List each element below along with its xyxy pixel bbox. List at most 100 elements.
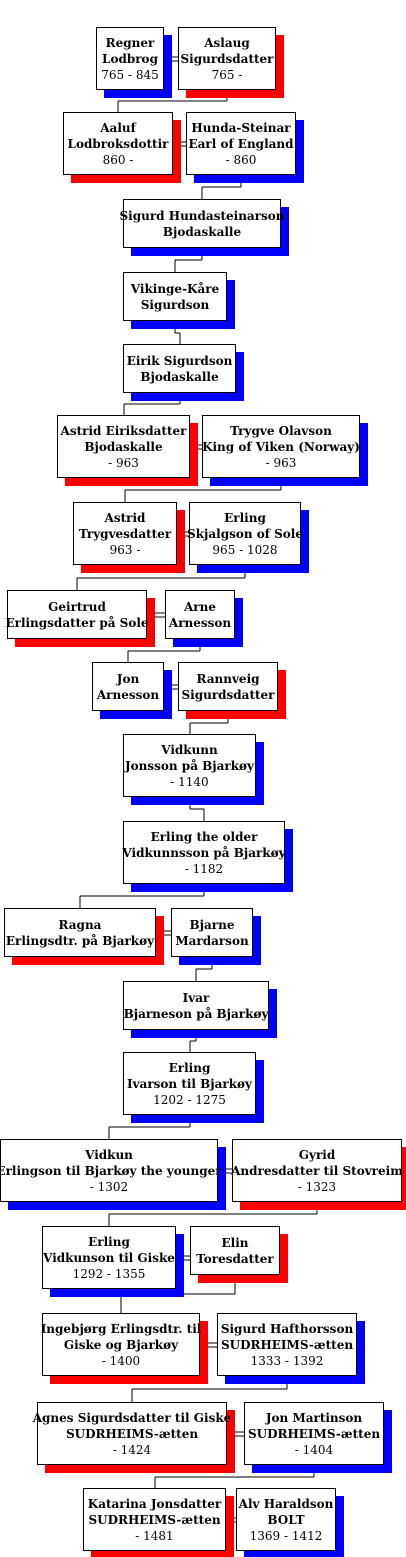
person-dates: 963 - bbox=[109, 542, 141, 557]
person-name-line: Gyrid bbox=[298, 1147, 336, 1162]
person-dates: 1292 - 1355 bbox=[72, 1266, 146, 1281]
person-dates: - 1404 bbox=[294, 1442, 334, 1457]
person-name-line: Erlingsdatter på Sole bbox=[5, 615, 149, 630]
person-name-line: SUDRHEIMS-ætten bbox=[65, 1426, 199, 1441]
person-name-line: Jon Martinson bbox=[265, 1410, 363, 1425]
person-name-line: Katarina Jonsdatter bbox=[87, 1496, 222, 1511]
person-name-line: Skjalgson of Sole bbox=[187, 526, 303, 541]
person-name-line: Bjodaskalle bbox=[84, 439, 163, 454]
person-name-line: Ivarson til Bjarkøy bbox=[126, 1076, 253, 1091]
person-name-line: Hunda-Steinar bbox=[191, 120, 291, 135]
person-name-line: Aaluf bbox=[100, 120, 136, 135]
person-name-line: King of Viken (Norway) bbox=[202, 439, 360, 454]
person-dates: 965 - 1028 bbox=[212, 542, 278, 557]
person-name-line: Sigurd Hundasteinarson bbox=[119, 208, 285, 223]
person-dates: - 1323 bbox=[297, 1179, 337, 1194]
person-name-line: Arne bbox=[184, 599, 216, 614]
person-name-line: Elin bbox=[221, 1235, 249, 1250]
person-dates: - 1424 bbox=[112, 1442, 152, 1457]
person-dates: - 860 bbox=[225, 152, 257, 167]
person-name-line: Bjodaskalle bbox=[162, 224, 242, 239]
person-name-line: Arnesson bbox=[96, 687, 160, 702]
person-name-line: Lodbroksdottir bbox=[67, 136, 169, 151]
person-name-line: Erlingson til Bjarkøy the younger bbox=[0, 1163, 222, 1178]
person-name-line: Jon bbox=[116, 671, 140, 686]
person-name-line: Erling bbox=[88, 1234, 130, 1249]
person-name-line: Vidkunnsson på Bjarkøy bbox=[122, 845, 286, 860]
person-name-line: SUDRHEIMS-ætten bbox=[247, 1426, 381, 1441]
person-name-line: Arnesson bbox=[168, 615, 232, 630]
person-name-line: Ingebjørg Erlingsdtr. til bbox=[40, 1321, 202, 1336]
person-dates: 1369 - 1412 bbox=[249, 1528, 323, 1543]
person-dates: - 1481 bbox=[135, 1528, 174, 1543]
person-name-line: Vidkunson til Giske bbox=[43, 1250, 175, 1265]
person-dates: - 1400 bbox=[101, 1353, 141, 1368]
person-name-line: Eirik Sigurdson bbox=[126, 353, 233, 368]
person-dates: 860 - bbox=[102, 152, 134, 167]
person-name-line: SUDRHEIMS-ætten bbox=[88, 1512, 221, 1527]
person-name-line: Aslaug bbox=[204, 35, 250, 50]
person-name-line: Vidkunn bbox=[161, 742, 218, 757]
person-name-line: Agnes Sigurdsdatter til Giske bbox=[32, 1410, 232, 1425]
person-dates: - 963 bbox=[108, 455, 139, 470]
person-name-line: Bjodaskalle bbox=[140, 369, 219, 384]
person-name-line: Trygve Olavson bbox=[230, 423, 332, 438]
person-dates: 1333 - 1392 bbox=[250, 1353, 324, 1368]
person-name-line: Erling the older bbox=[150, 829, 258, 844]
person-name-line: Sigurd Hafthorsson bbox=[220, 1321, 354, 1336]
person-name-line: Vikinge-Kåre bbox=[130, 281, 220, 296]
person-name-line: Sigurdsdatter bbox=[181, 687, 275, 702]
person-name-line: Mardarson bbox=[175, 933, 249, 948]
person-dates: - 1302 bbox=[89, 1179, 129, 1194]
person-name-line: Andresdatter til Stovreim bbox=[231, 1163, 403, 1178]
person-name-line: Erling bbox=[168, 1060, 211, 1075]
person-name-line: Sigurdson bbox=[140, 297, 210, 312]
person-name-line: Ragna bbox=[58, 917, 102, 932]
person-name-line: BOLT bbox=[267, 1512, 305, 1527]
person-name-line: Lodbrog bbox=[102, 51, 158, 66]
person-name-line: Vidkun bbox=[85, 1147, 133, 1162]
person-name-line: Erling bbox=[224, 510, 266, 525]
person-dates: - 963 bbox=[265, 455, 297, 470]
person-name-line: Toresdatter bbox=[196, 1251, 274, 1266]
person-dates: 765 - 845 bbox=[101, 67, 159, 82]
person-name-line: Rannveig bbox=[196, 671, 260, 686]
person-name-line: Astrid Eiriksdatter bbox=[60, 423, 187, 438]
person-name-line: Alv Haraldson bbox=[238, 1496, 334, 1511]
person-name-line: Giske og Bjarkøy bbox=[63, 1337, 179, 1352]
person-dates: - 1140 bbox=[170, 774, 209, 789]
person-name-line: Jonsson på Bjarkøy bbox=[124, 758, 255, 773]
person-name-line: Erlingsdtr. på Bjarkøy bbox=[5, 933, 155, 948]
person-name-line: Earl of England bbox=[188, 136, 294, 151]
person-name-line: SUDRHEIMS-ætten bbox=[220, 1337, 354, 1352]
person-dates: 1202 - 1275 bbox=[153, 1092, 226, 1107]
